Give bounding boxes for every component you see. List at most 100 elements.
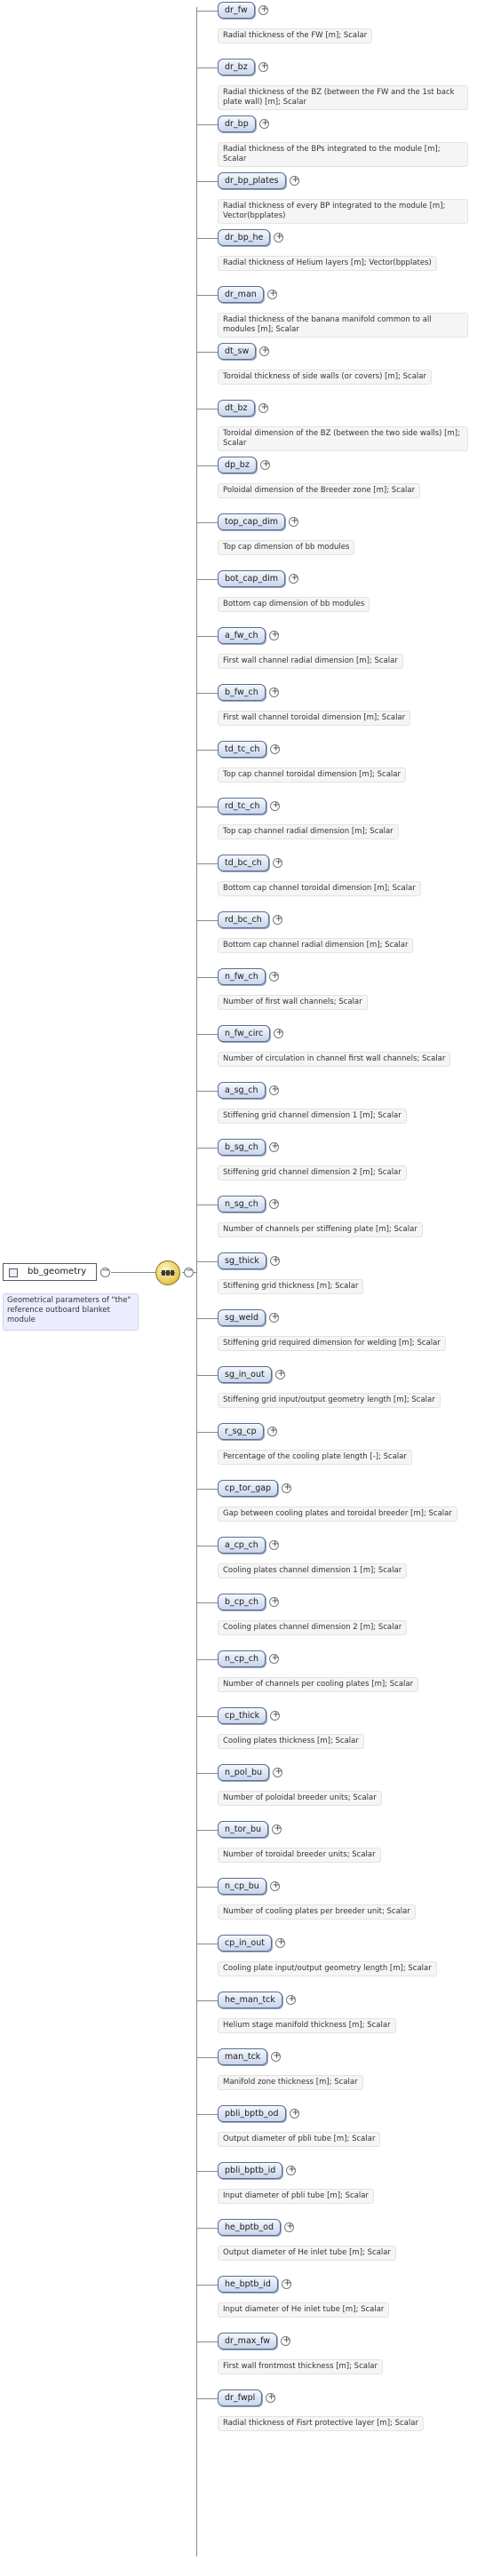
expand-button[interactable]	[275, 1369, 285, 1379]
expand-button[interactable]	[271, 2051, 281, 2062]
expand-button[interactable]	[269, 971, 279, 982]
element-dr-max-fw[interactable]: dr_max_fw	[218, 2333, 278, 2349]
element-n-fw-circ[interactable]: n_fw_circ	[218, 1025, 271, 1042]
element-a-cp-ch[interactable]: a_cp_ch	[218, 1537, 266, 1554]
element-b-fw-ch[interactable]: b_fw_ch	[218, 684, 266, 701]
element-rd-tc-ch[interactable]: rd_tc_ch	[218, 798, 267, 815]
element-top-cap-dim[interactable]: top_cap_dim	[218, 513, 286, 530]
element-sg-weld[interactable]: sg_weld	[218, 1309, 266, 1326]
element-b-cp-ch[interactable]: b_cp_ch	[218, 1594, 266, 1610]
expand-button[interactable]	[270, 743, 280, 754]
element-pbli-bptb-id[interactable]: pbli_bptb_id	[218, 2162, 283, 2179]
element-he-man-tck[interactable]: he_man_tck	[218, 1992, 282, 2008]
element-he-bptb-od[interactable]: he_bptb_od	[218, 2219, 282, 2236]
expand-button[interactable]	[269, 1141, 279, 1152]
element-he-bptb-id[interactable]: he_bptb_id	[218, 2276, 278, 2293]
element-cp-tor-gap[interactable]: cp_tor_gap	[218, 1480, 279, 1497]
element-n-pol-bu[interactable]: n_pol_bu	[218, 1764, 270, 1781]
expand-button[interactable]	[269, 1085, 279, 1095]
element-a-sg-ch[interactable]: a_sg_ch	[218, 1082, 266, 1099]
sequence-compositor-icon[interactable]	[155, 1260, 180, 1285]
element-r-sg-cp[interactable]: r_sg_cp	[218, 1423, 264, 1440]
element-annotation: Number of cooling plates per breeder uni…	[218, 1904, 416, 1920]
expand-button[interactable]	[258, 4, 268, 15]
element-n-fw-ch[interactable]: n_fw_ch	[218, 968, 266, 985]
element-cp-thick[interactable]: cp_thick	[218, 1707, 267, 1724]
expand-button[interactable]	[266, 2392, 275, 2403]
element-dr-bp[interactable]: dr_bp	[218, 115, 256, 132]
element-dr-fwpl[interactable]: dr_fwpl	[218, 2389, 263, 2406]
expand-button[interactable]	[290, 175, 299, 186]
child-row-n-sg-ch: n_sg_chNumber of channels per stiffening…	[0, 1196, 477, 1252]
expand-button[interactable]	[275, 1937, 285, 1948]
expand-button[interactable]	[258, 402, 268, 413]
expand-button[interactable]	[269, 1198, 279, 1209]
expand-button[interactable]	[269, 1596, 279, 1607]
sequence-collapse-button[interactable]	[184, 1266, 194, 1277]
expand-button[interactable]	[273, 1767, 282, 1777]
expand-button[interactable]	[274, 232, 283, 242]
expand-button[interactable]	[284, 2222, 294, 2232]
branch-line	[196, 238, 218, 239]
expand-button[interactable]	[286, 2165, 296, 2175]
element-dr-bp-he[interactable]: dr_bp_he	[218, 229, 271, 246]
expand-button[interactable]	[259, 346, 269, 356]
element-sg-in-out[interactable]: sg_in_out	[218, 1366, 272, 1383]
expand-button[interactable]	[258, 61, 268, 72]
expand-button[interactable]	[259, 118, 269, 129]
element-cp-in-out[interactable]: cp_in_out	[218, 1935, 272, 1952]
element-dp-bz[interactable]: dp_bz	[218, 457, 257, 473]
expand-button[interactable]	[270, 1880, 280, 1891]
expand-button[interactable]	[290, 2108, 299, 2119]
expand-button[interactable]	[289, 516, 298, 527]
expand-button[interactable]	[274, 1028, 283, 1038]
element-rd-bc-ch[interactable]: rd_bc_ch	[218, 911, 269, 928]
expand-button[interactable]	[269, 1312, 279, 1323]
child-row-dr-bp-plates: dr_bp_platesRadial thickness of every BP…	[0, 172, 477, 229]
child-row-a-cp-ch: a_cp_chCooling plates channel dimension …	[0, 1537, 477, 1594]
expand-button[interactable]	[282, 1483, 291, 1493]
element-man-tck[interactable]: man_tck	[218, 2048, 268, 2065]
element-annotation: Number of channels per cooling plates [m…	[218, 1677, 419, 1692]
element-td-bc-ch[interactable]: td_bc_ch	[218, 855, 269, 871]
element-a-fw-ch[interactable]: a_fw_ch	[218, 627, 266, 644]
element-td-tc-ch[interactable]: td_tc_ch	[218, 741, 267, 758]
expand-button[interactable]	[267, 289, 277, 299]
child-row-cp-in-out: cp_in_outCooling plate input/output geom…	[0, 1935, 477, 1992]
expand-button[interactable]	[273, 857, 282, 868]
element-dr-man[interactable]: dr_man	[218, 286, 264, 303]
expand-button[interactable]	[270, 1255, 280, 1266]
element-pbli-bptb-od[interactable]: pbli_bptb_od	[218, 2105, 286, 2122]
element-n-sg-ch[interactable]: n_sg_ch	[218, 1196, 266, 1212]
element-n-cp-ch[interactable]: n_cp_ch	[218, 1650, 266, 1667]
root-element[interactable]: bb_geometry	[3, 1263, 97, 1281]
element-dr-bp-plates[interactable]: dr_bp_plates	[218, 172, 286, 189]
element-dr-bz[interactable]: dr_bz	[218, 59, 255, 76]
expand-button[interactable]	[260, 459, 270, 470]
element-sg-thick[interactable]: sg_thick	[218, 1252, 266, 1269]
element-bot-cap-dim[interactable]: bot_cap_dim	[218, 570, 286, 587]
expand-button[interactable]	[269, 687, 279, 697]
expand-button[interactable]	[282, 2278, 291, 2289]
expand-button[interactable]	[273, 914, 282, 925]
expand-button[interactable]	[267, 1426, 277, 1436]
element-dt-sw[interactable]: dt_sw	[218, 343, 257, 360]
element-b-sg-ch[interactable]: b_sg_ch	[218, 1139, 266, 1156]
element-n-cp-bu[interactable]: n_cp_bu	[218, 1878, 266, 1895]
element-annotation: Stiffening grid thickness [m]; Scalar	[218, 1279, 364, 1294]
expand-button[interactable]	[286, 1994, 296, 2005]
expand-button[interactable]	[289, 573, 298, 584]
child-row-he-bptb-od: he_bptb_odOutput diameter of He inlet tu…	[0, 2219, 477, 2276]
element-dr-fw[interactable]: dr_fw	[218, 2, 255, 19]
expand-button[interactable]	[269, 630, 279, 640]
root-collapse-button[interactable]	[100, 1266, 110, 1277]
element-n-tor-bu[interactable]: n_tor_bu	[218, 1821, 269, 1838]
expand-button[interactable]	[281, 2335, 290, 2346]
element-dt-bz[interactable]: dt_bz	[218, 400, 255, 417]
expand-button[interactable]	[269, 1539, 279, 1550]
expand-button[interactable]	[270, 1710, 280, 1721]
expand-button[interactable]	[272, 1824, 282, 1834]
expand-button[interactable]	[270, 800, 280, 811]
expand-button[interactable]	[269, 1653, 279, 1664]
child-row-dt-bz: dt_bzToroidal dimension of the BZ (betwe…	[0, 400, 477, 457]
